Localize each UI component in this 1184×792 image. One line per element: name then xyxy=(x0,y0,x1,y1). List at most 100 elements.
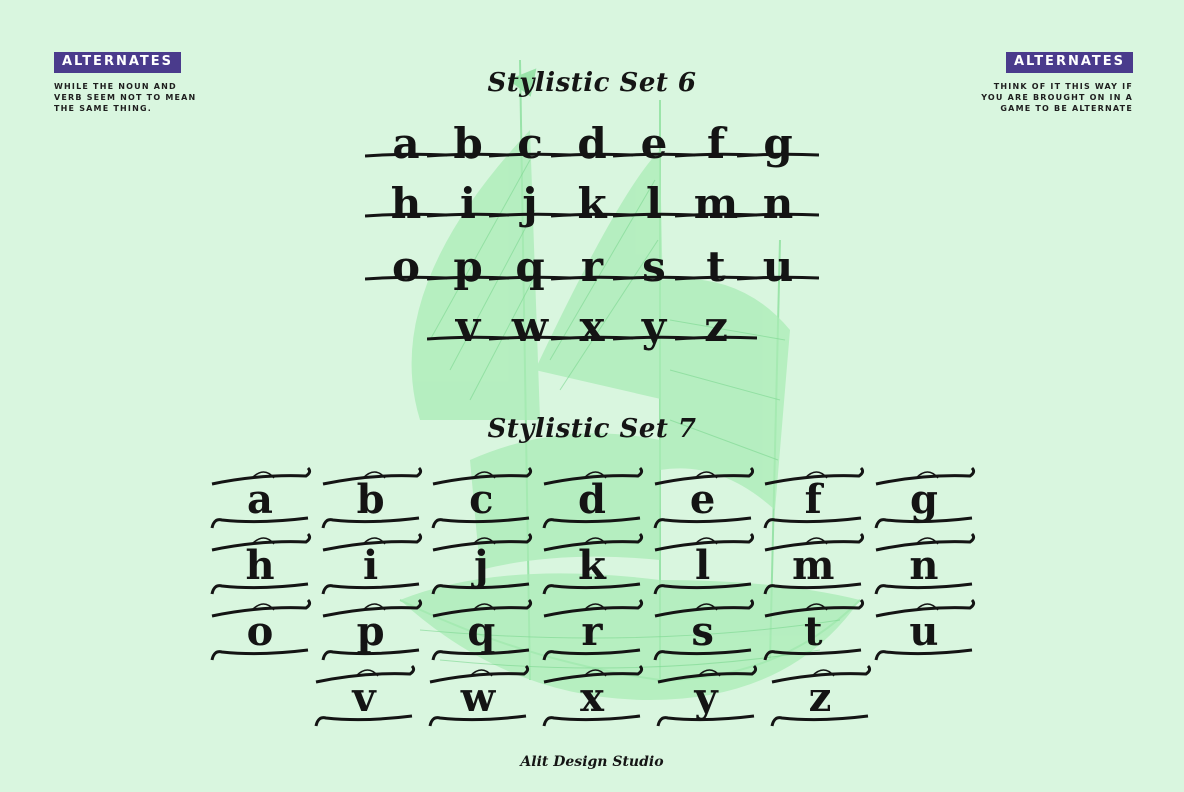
set7-glyph: q xyxy=(429,596,533,664)
set7-top-flourish xyxy=(875,532,976,552)
set6-glyph-char: b xyxy=(453,119,483,168)
set7-bottom-flourish xyxy=(321,582,419,595)
set6-glyph: r xyxy=(551,245,633,293)
set7-glyph-char: e xyxy=(689,476,716,523)
set7-glyph-char: n xyxy=(909,542,939,589)
set6-glyph-char: h xyxy=(390,179,422,228)
set7-glyph-char: v xyxy=(352,674,376,721)
set7-glyph: v xyxy=(312,662,416,730)
set7-bottom-flourish xyxy=(653,648,751,661)
alternates-badge-left: ALTERNATES xyxy=(54,52,181,73)
set7-glyph: j xyxy=(429,530,533,598)
set6-glyph-char: c xyxy=(517,119,543,168)
set7-bottom-flourish xyxy=(763,582,862,595)
set7-glyph: s xyxy=(651,596,755,664)
set7-glyph: g xyxy=(872,464,976,532)
set6-glyph-char: l xyxy=(646,179,662,228)
set7-glyph-char: s xyxy=(691,608,714,655)
set6-glyph-char: k xyxy=(577,179,607,228)
set7-glyph-char: t xyxy=(804,608,823,655)
set6-glyph: m xyxy=(675,179,757,230)
set7-top-flourish xyxy=(654,598,754,618)
set7-glyph: c xyxy=(429,464,533,532)
set6-glyph: t xyxy=(675,245,757,293)
set7-bottom-flourish xyxy=(874,516,973,529)
set7-top-flourish xyxy=(322,598,422,618)
set7-glyph-char: d xyxy=(577,476,606,523)
note-right-line: THINK OF IT THIS WAY IF xyxy=(993,82,1133,91)
set6-glyph-char: q xyxy=(515,242,545,291)
set6-glyph-char: y xyxy=(641,302,667,351)
set6-glyph-char: u xyxy=(762,242,794,291)
set7-glyph: l xyxy=(651,530,755,598)
set7-top-flourish xyxy=(322,466,422,486)
set6-swash xyxy=(737,275,819,281)
set7-bottom-flourish xyxy=(321,516,419,529)
set7-bottom-flourish xyxy=(542,648,641,661)
set7-bottom-flourish xyxy=(542,714,641,727)
set6-glyph: v xyxy=(427,305,509,353)
set7-glyph-char: h xyxy=(245,542,275,589)
set7-glyph: p xyxy=(319,596,423,664)
set6-glyph: k xyxy=(551,179,633,230)
set7-glyph-char: f xyxy=(804,476,822,523)
set6-glyph: n xyxy=(737,182,819,230)
set6-glyph: y xyxy=(613,302,695,353)
set7-glyph-char: c xyxy=(469,476,494,523)
set7-glyph-char: x xyxy=(580,674,604,721)
set6-glyph: e xyxy=(613,122,695,170)
set7-top-flourish xyxy=(433,466,533,486)
set6-glyph-char: a xyxy=(392,119,420,168)
set7-glyph: i xyxy=(319,530,423,598)
set7-top-flourish xyxy=(771,664,872,684)
set7-glyph: d xyxy=(540,464,644,532)
alternates-badge-right: ALTERNATES xyxy=(1006,52,1133,73)
set7-bottom-flourish xyxy=(428,714,527,727)
set6-glyph: o xyxy=(365,245,447,293)
note-right: THINK OF IT THIS WAY IF YOU ARE BROUGHT … xyxy=(923,81,1133,114)
set7-bottom-flourish xyxy=(656,714,755,727)
set6-glyph: w xyxy=(489,302,571,353)
set7-bottom-flourish xyxy=(874,582,973,595)
set6-glyph-char: s xyxy=(642,242,666,291)
set6-glyph: i xyxy=(427,182,509,230)
set6-glyph-char: z xyxy=(704,302,728,351)
set7-top-flourish xyxy=(543,466,644,486)
set6-glyph-char: x xyxy=(579,302,605,351)
sailing-ship-illustration xyxy=(399,59,861,700)
set7-bottom-flourish xyxy=(314,714,413,727)
note-left: WHILE THE NOUN AND VERB SEEM NOT TO MEAN… xyxy=(54,81,264,114)
set7-glyph: a xyxy=(208,464,312,532)
set7-glyph: z xyxy=(768,662,872,730)
set6-glyph: d xyxy=(551,122,633,170)
note-left-line: WHILE THE NOUN AND xyxy=(54,82,177,91)
set7-glyph: h xyxy=(208,530,312,598)
set7-top-flourish xyxy=(654,466,754,486)
set7-top-flourish xyxy=(657,664,758,684)
stylistic-set-7-title: Stylistic Set 7 xyxy=(487,414,697,444)
set7-bottom-flourish xyxy=(770,714,869,727)
set7-glyph-char: z xyxy=(808,674,832,721)
note-left-line: THE SAME THING. xyxy=(54,104,152,113)
set7-top-flourish xyxy=(764,466,865,486)
set6-glyph: x xyxy=(551,302,633,353)
set7-glyph-char: p xyxy=(356,608,385,655)
set7-bottom-flourish xyxy=(653,582,751,595)
set6-glyph-char: w xyxy=(511,302,549,351)
set7-bottom-flourish xyxy=(431,648,530,661)
set7-top-flourish xyxy=(211,466,312,486)
set7-glyph: u xyxy=(872,596,976,664)
set7-bottom-flourish xyxy=(210,648,309,661)
set6-glyph: a xyxy=(365,119,447,170)
set6-glyph-char: f xyxy=(706,119,726,168)
studio-credit: Alit Design Studio xyxy=(520,754,664,770)
set6-glyph: f xyxy=(675,119,757,170)
set7-glyph-char: u xyxy=(909,608,939,655)
set6-glyph-char: m xyxy=(693,179,739,228)
set7-bottom-flourish xyxy=(653,516,751,529)
set7-top-flourish xyxy=(543,532,644,552)
set7-top-flourish xyxy=(543,664,644,684)
